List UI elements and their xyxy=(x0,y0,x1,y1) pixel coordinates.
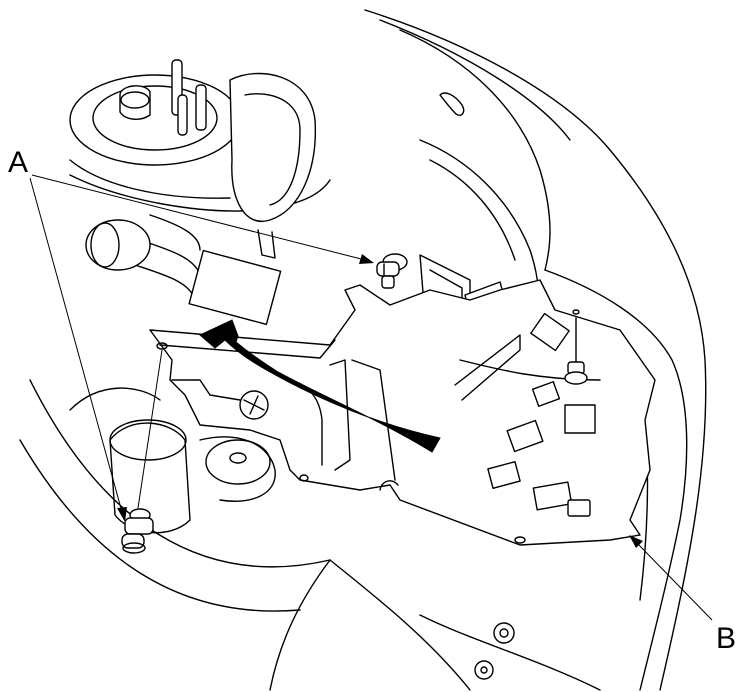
hub-assembly xyxy=(19,379,331,612)
clip-icon xyxy=(121,508,154,554)
callout-label-b: B xyxy=(716,622,737,655)
screw-detail xyxy=(239,390,269,420)
bolt-icon xyxy=(564,309,588,385)
clip-icon xyxy=(376,253,408,289)
mount-points xyxy=(474,622,515,680)
strut-assembly xyxy=(69,59,331,259)
callout-label-a: A xyxy=(8,146,29,179)
leader-line-b xyxy=(629,535,713,621)
fender-outline xyxy=(269,9,707,691)
curved-arrow-icon xyxy=(199,319,441,453)
leader-lines-a xyxy=(29,174,374,522)
splash-shield xyxy=(149,279,656,546)
spring-damper xyxy=(85,214,282,326)
